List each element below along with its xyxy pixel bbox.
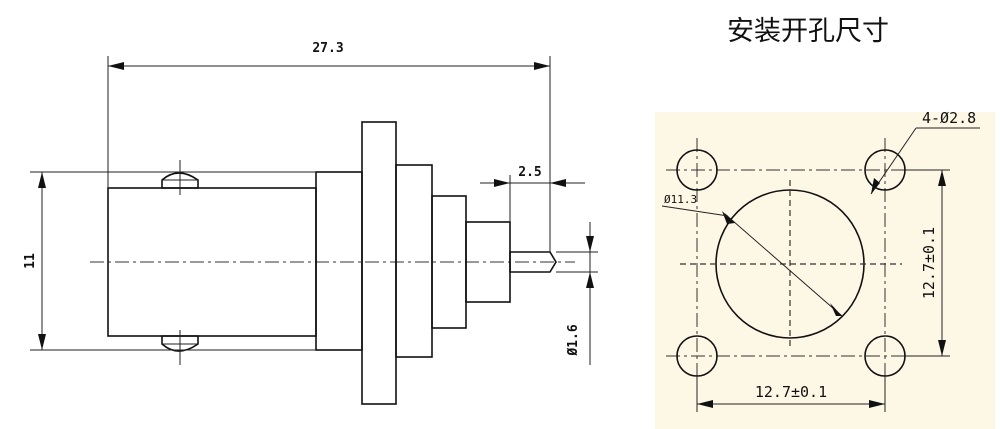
leader-center-hole <box>724 213 843 317</box>
dim-label-2-5: 2.5 <box>518 165 541 180</box>
arrow-vspace-bottom <box>938 340 946 356</box>
arrow-hspace-right <box>869 400 885 408</box>
arrow-small-holes <box>871 178 880 194</box>
flange <box>361 121 397 405</box>
mounting-hole-top-left <box>676 149 718 191</box>
dim-label-27-3: 27.3 <box>312 41 343 56</box>
label-center-hole: Ø11.3 <box>664 193 697 206</box>
cutout-background <box>655 112 995 429</box>
nut <box>395 164 433 358</box>
label-small-holes: 4-Ø2.8 <box>922 109 976 127</box>
arrow-vspace-top <box>938 170 946 186</box>
leader-center-hole-tail <box>661 205 729 217</box>
arrow-center-hole-a <box>722 211 735 224</box>
arrow-11-bottom <box>38 334 46 350</box>
thread-section <box>315 171 363 351</box>
label-horizontal-spacing: 12.7±0.1 <box>755 383 827 401</box>
contact-pin <box>509 251 557 273</box>
arrow-1-6-bottom <box>586 272 594 288</box>
arrow-27-3-left <box>108 62 124 70</box>
arrow-2-5-left <box>494 179 510 187</box>
arrow-center-hole-b <box>830 303 842 316</box>
arrow-2-5-right <box>550 179 566 187</box>
arrow-1-6-top <box>586 236 594 252</box>
dim-label-1-6: Ø1.6 <box>566 324 581 356</box>
arrow-27-3-right <box>534 62 550 70</box>
dim-label-11: 11 <box>23 253 38 269</box>
label-vertical-spacing: 12.7±0.1 <box>920 227 938 299</box>
arrow-hspace-left <box>697 400 713 408</box>
connector-side-view: 27.3 11 2.5 Ø1.6 <box>23 41 598 405</box>
panel-cutout: Ø11.3 4-Ø2.8 12.7±0.1 12.7±0.1 <box>655 109 995 429</box>
arrow-11-top <box>38 172 46 188</box>
cutout-title: 安装开孔尺寸 <box>727 16 889 47</box>
